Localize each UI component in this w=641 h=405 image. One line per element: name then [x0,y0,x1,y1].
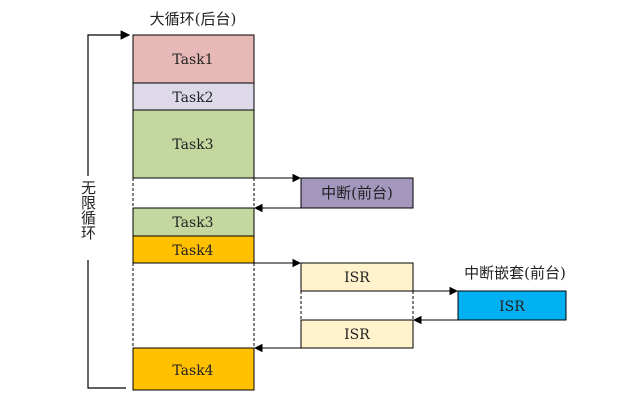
task4-resume-block [132,347,255,391]
task3-block [132,109,255,179]
isr-block [300,262,414,292]
interrupt-block [300,177,414,209]
task1-block [132,34,255,84]
title-main-loop: 大循环(后台) [150,10,237,28]
isr-resume-block [300,319,414,349]
interrupt-label: 中断(前台) [321,184,393,202]
nested-isr-block [457,290,567,321]
loop-label: 无限循环 [79,180,97,240]
nested-interrupt-title: 中断嵌套(前台) [464,264,566,282]
task3-resume-label: Task3 [172,215,213,231]
task1-label: Task1 [172,52,213,68]
task4-label: Task4 [172,243,213,259]
task4-block [132,235,255,264]
isr-label: ISR [344,270,370,286]
task3-resume-block [132,207,255,237]
nested-isr-label: ISR [499,299,525,315]
task4-resume-label: Task4 [172,363,213,379]
isr-resume-label: ISR [344,327,370,343]
task3-label: Task3 [172,137,213,153]
gap-dashes [132,178,414,348]
task2-label: Task2 [172,90,213,106]
